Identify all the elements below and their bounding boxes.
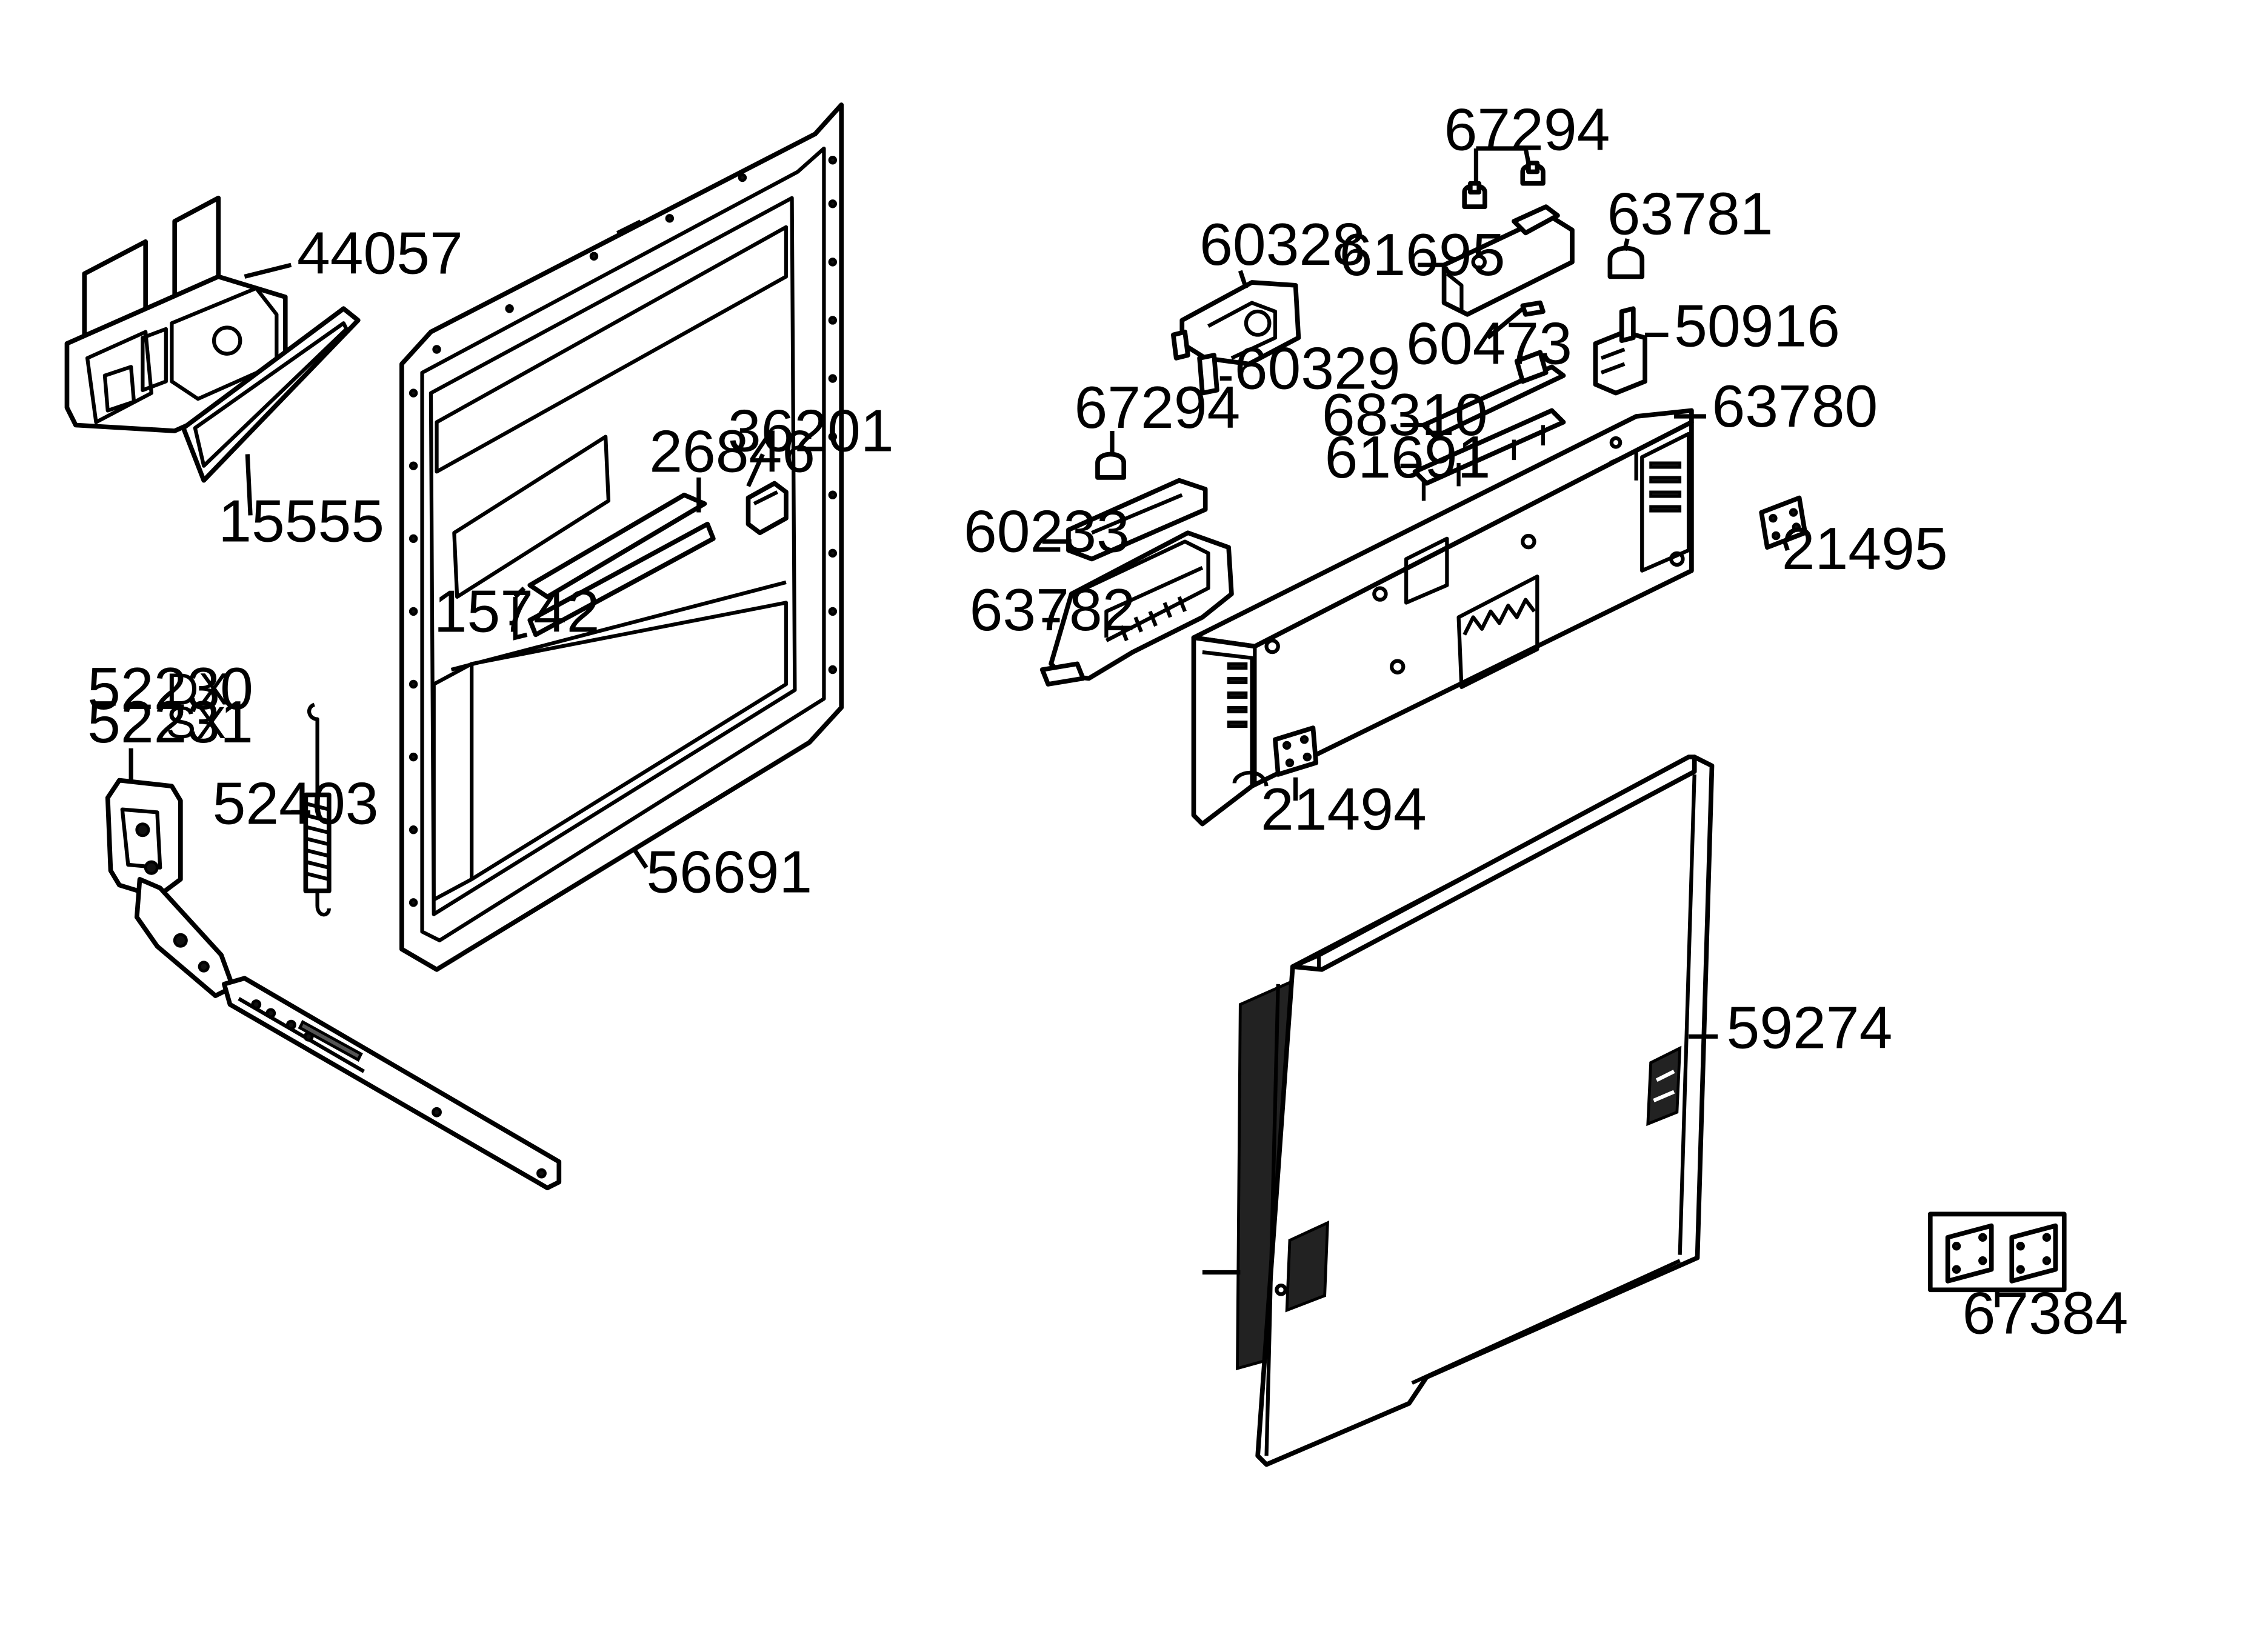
label-21495: 21495: [1782, 515, 1948, 582]
part-63782-housing: [1039, 530, 1234, 687]
part-50916-switch: [1593, 306, 1647, 396]
part-60329-pin: [1197, 353, 1219, 396]
label-15742: 15742: [434, 578, 600, 645]
part-36201-hinge-pin: [745, 481, 789, 536]
label-60233: 60233: [964, 498, 1130, 564]
label-68310: 68310: [1322, 381, 1488, 448]
label-59274: 59274: [1727, 994, 1893, 1061]
label-67384: 67384: [1963, 1279, 2129, 1346]
part-67384-plates: [1927, 1211, 2067, 1293]
label-63781: 63781: [1607, 181, 1773, 247]
part-21495-plate: [1759, 495, 1808, 550]
label-63782: 63782: [970, 576, 1136, 643]
part-21494-plate: [1273, 725, 1319, 777]
label-61695: 61695: [1339, 221, 1506, 288]
part-61691-bracket: [1412, 408, 1566, 501]
label-52231-suffix: SX: [166, 698, 226, 748]
label-63780: 63780: [1712, 373, 1878, 439]
label-26846: 26846: [649, 418, 815, 484]
label-67294-mid: 67294: [1075, 374, 1241, 441]
label-61691: 61691: [1325, 424, 1491, 490]
part-52230-hinge: [105, 778, 236, 998]
leader-lines: [128, 146, 2000, 1308]
part-60328-selector: [1171, 280, 1301, 367]
label-52231: 52231: [87, 688, 253, 755]
label-60328: 60328: [1199, 211, 1366, 278]
part-63781-cap: [1607, 245, 1645, 279]
label-15555: 15555: [218, 488, 384, 555]
label-60473: 60473: [1406, 310, 1572, 377]
part-60473-clip: [1520, 300, 1546, 317]
part-67294-knob-top-a: [1462, 181, 1487, 209]
part-67294-knob-top-b: [1520, 161, 1546, 186]
label-50916: 50916: [1674, 293, 1840, 359]
label-52230-suffix: DX: [166, 664, 228, 715]
part-15555-gasket: [181, 306, 361, 483]
part-67294-knob-mid: [1095, 451, 1127, 480]
part-52403-spring: [303, 702, 332, 917]
label-21494: 21494: [1261, 776, 1427, 842]
part-56691-inner-door: [399, 102, 844, 972]
label-60329: 60329: [1235, 335, 1401, 401]
label-36201: 36201: [728, 398, 894, 464]
part-60233-cover: [1066, 478, 1208, 562]
part-labels: 44057 15555 26846 36201 15742 52230 DX 5…: [87, 96, 2128, 1346]
label-56691: 56691: [646, 839, 812, 905]
label-52230: 52230: [87, 655, 253, 722]
part-61695-bracket: [1441, 204, 1575, 317]
label-52403: 52403: [213, 770, 379, 837]
part-59274-outer-door: [1236, 755, 1715, 1467]
part-52230-arm: [222, 976, 562, 1190]
label-44057: 44057: [297, 220, 463, 287]
label-67294-top: 67294: [1444, 96, 1610, 162]
part-68310-board: [1421, 350, 1566, 439]
